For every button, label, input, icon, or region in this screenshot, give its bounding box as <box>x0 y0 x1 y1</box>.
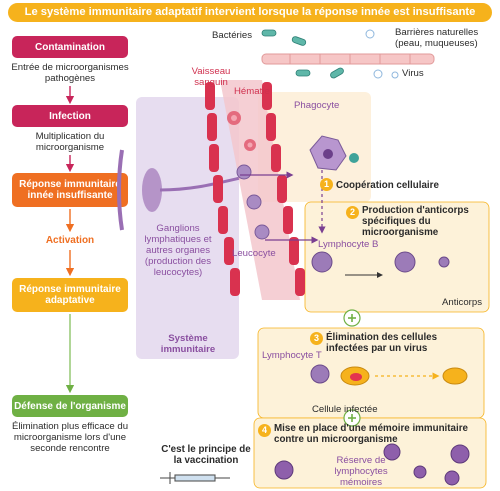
phase-2-badge: 2 <box>346 206 359 219</box>
infected-cell-label: Cellule infectée <box>312 404 378 415</box>
memory-lymphocytes <box>274 443 470 486</box>
phagocyte-cell <box>309 135 359 171</box>
step-activation: Activation <box>45 235 95 246</box>
phagocyte-label: Phagocyte <box>294 100 340 111</box>
bacteria <box>261 29 344 79</box>
phase-1-badge: 1 <box>320 178 333 191</box>
phase-2-text: Production d'anticorps spécifiques du mi… <box>362 205 469 238</box>
vessel-label: Vaisseau sanguin <box>191 66 231 88</box>
bacteria-label: Bactéries <box>212 30 252 41</box>
phase-4-text: Mise en place d'une mémoire immunitaire … <box>274 423 468 445</box>
lymphocyte-t-label: Lymphocyte T <box>262 350 322 361</box>
anticorps-label: Anticorps <box>442 297 482 308</box>
viruses <box>365 29 399 79</box>
vaccination-label: C'est le principe de la vaccination <box>161 444 251 466</box>
leucocyte-label: Leucocyte <box>232 248 276 259</box>
vessel-wall-left <box>205 82 240 296</box>
step-adaptive: Réponse immunitaire adaptative <box>12 278 128 312</box>
step-innate: Réponse immunitaire innée insuffisante <box>12 173 128 207</box>
step-defense: Défense de l'organisme <box>12 395 128 417</box>
phase-1-text: Coopération cellulaire <box>336 180 439 191</box>
step-contamination: Contamination <box>12 36 128 58</box>
lymphocyte-b-cells <box>311 251 450 273</box>
phase-4-badge: 4 <box>258 424 271 437</box>
ganglions-label: Ganglions lymphatiques et autres organes… <box>144 223 212 278</box>
lymphocyte-b-label: Lymphocyte B <box>318 239 379 250</box>
step-defense-desc: Élimination plus efficace du microorgani… <box>11 421 129 454</box>
syringe-icon <box>160 472 230 484</box>
skin-barrier <box>261 53 435 65</box>
red-blood-cells <box>227 111 256 151</box>
memory-reserve-label: Réserve de lymphocytes mémoires <box>334 455 388 488</box>
vessel-wall-right <box>262 82 305 296</box>
barriers-label: Barrières naturelles (peau, muqueuses) <box>395 27 479 49</box>
lymphocyte-t-cells <box>310 364 468 386</box>
title-bar: Le système immunitaire adaptatif intervi… <box>8 3 492 22</box>
phase-3-badge: 3 <box>310 332 323 345</box>
vessel-interior <box>220 80 300 300</box>
immune-system-label: Système immunitaire <box>160 333 216 355</box>
hematie-label: Hématie <box>234 86 270 97</box>
lymph-node-shape <box>117 149 241 231</box>
phase-4-panel <box>253 417 487 489</box>
step-infection-desc: Multiplication du microorganisme <box>35 131 105 153</box>
step-infection: Infection <box>12 105 128 127</box>
virus-label: Virus <box>402 68 424 79</box>
phase-3-text: Élimination des cellules infectées par u… <box>326 332 438 354</box>
step-contamination-desc: Entrée de microorganismes pathogènes <box>11 62 129 84</box>
